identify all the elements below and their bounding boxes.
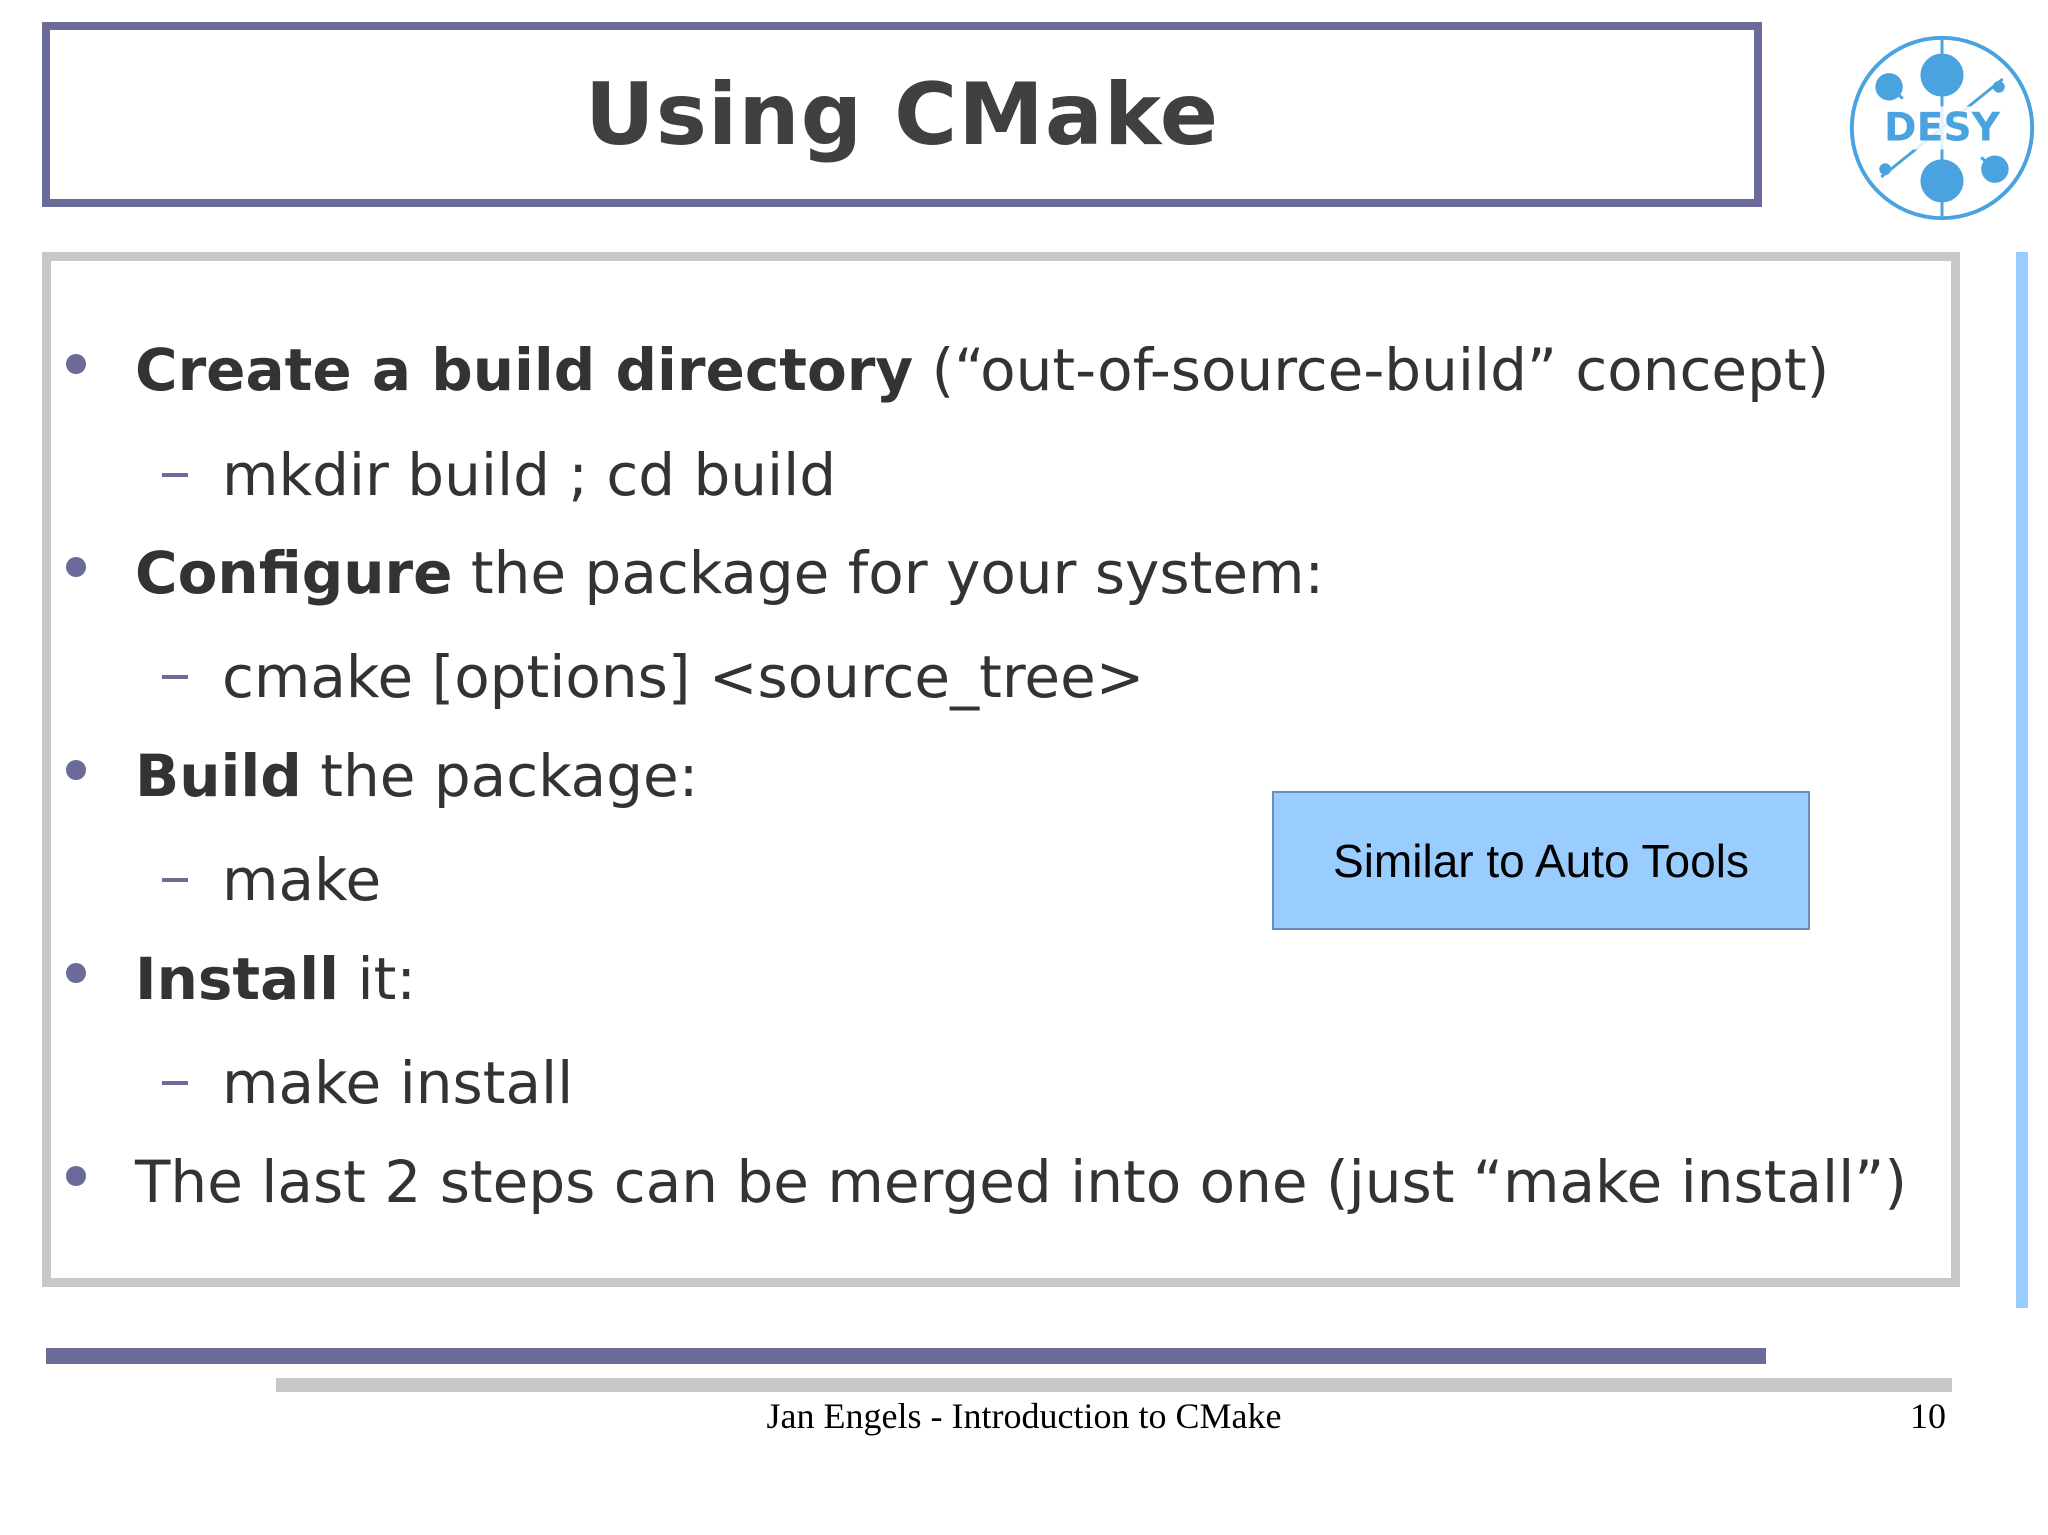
bullet-rest: the package for your system: — [452, 539, 1325, 607]
sub-item: cmake [options] <source_tree> — [0, 637, 2048, 717]
bullet-text: The last 2 steps can be merged into one … — [135, 1142, 1907, 1222]
sub-text: cmake [options] <source_tree> — [222, 643, 1145, 711]
sub-text: mkdir build ; cd build — [222, 441, 837, 509]
sub-text: make install — [222, 1049, 574, 1117]
desy-logo: DESY — [1849, 35, 2035, 221]
bullet-dot — [66, 557, 86, 577]
footer-accent-bar — [46, 1348, 1766, 1364]
bullet-rest: The last 2 steps can be merged into one … — [135, 1148, 1907, 1216]
sub-item: mkdir build ; cd build — [0, 435, 2048, 515]
logo-text: DESY — [1884, 106, 2001, 151]
bullet-bold: Create a build directory — [135, 336, 914, 404]
bullet-bold: Install — [135, 945, 340, 1013]
sub-text: make — [222, 846, 382, 914]
sub-dash — [162, 1081, 188, 1085]
bullet-item: Build the package: — [0, 736, 2048, 816]
note-box: Similar to Auto Tools — [1272, 791, 1810, 930]
bullet-text: Install it: — [135, 939, 416, 1019]
bullet-dot — [66, 760, 86, 780]
sub-dash — [162, 473, 188, 477]
sub-item: make install — [0, 1043, 2048, 1123]
bullet-item: Install it: — [0, 939, 2048, 1019]
bullet-text: Create a build directory (“out-of-source… — [135, 330, 1829, 410]
bullet-item: The last 2 steps can be merged into one … — [0, 1142, 2048, 1222]
bullet-rest: (“out-of-source-build” concept) — [913, 336, 1830, 404]
bullet-dot — [66, 963, 86, 983]
side-accent-bar — [2016, 252, 2028, 1308]
sub-dash — [162, 675, 188, 679]
sub-item: make — [0, 840, 2048, 920]
sub-dash — [162, 878, 188, 882]
bullet-item: Configure the package for your system: — [0, 533, 2048, 613]
content-box — [42, 252, 1960, 1287]
bullet-item: Create a build directory (“out-of-source… — [0, 330, 2048, 410]
bullet-text: Build the package: — [135, 736, 698, 816]
bullet-rest: it: — [339, 945, 416, 1013]
footer-gray-bar — [276, 1378, 1952, 1392]
bullet-rest: the package: — [301, 742, 699, 810]
bullet-bold: Configure — [135, 539, 453, 607]
footer-text: Jan Engels - Introduction to CMake — [766, 1396, 1282, 1436]
slide-title: Using CMake — [584, 64, 1220, 165]
page-number: 10 — [1910, 1396, 1946, 1436]
bullet-text: Configure the package for your system: — [135, 533, 1324, 613]
bullet-bold: Build — [135, 742, 302, 810]
bullet-dot — [66, 1166, 86, 1186]
title-box: Using CMake — [42, 22, 1762, 207]
bullet-dot — [66, 354, 86, 374]
